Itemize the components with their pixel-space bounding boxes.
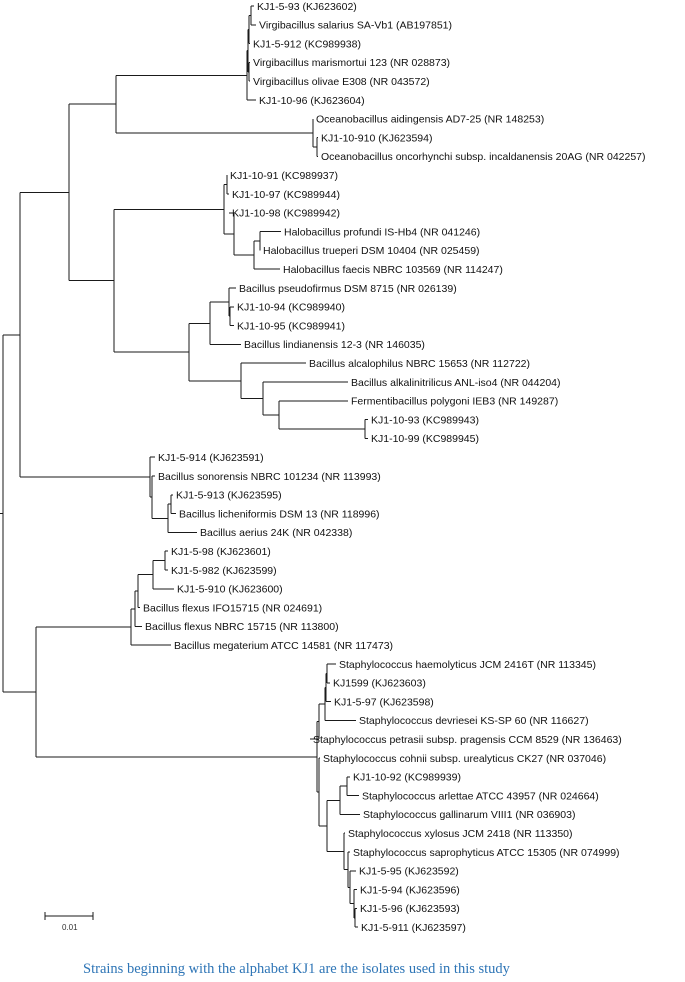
leaf-label: Staphylococcus gallinarum VIII1 (NR 0369…	[363, 809, 575, 821]
leaf-label: KJ1-5-914 (KJ623591)	[158, 452, 264, 464]
leaf-label: Oceanobacillus oncorhynchi subsp. incald…	[321, 151, 646, 163]
leaf-label: KJ1-10-96 (KJ623604)	[259, 95, 365, 107]
leaf-label: Bacillus flexus NBRC 15715 (NR 113800)	[145, 621, 339, 633]
leaf-label: KJ1-5-913 (KJ623595)	[176, 490, 282, 502]
leaf-label: Staphylococcus haemolyticus JCM 2416T (N…	[339, 659, 596, 671]
leaf-label: Bacillus licheniformis DSM 13 (NR 118996…	[179, 508, 380, 520]
figure-caption: Strains beginning with the alphabet KJ1 …	[83, 961, 510, 977]
leaf-label: Bacillus aerius 24K (NR 042338)	[200, 527, 352, 539]
leaf-label: KJ1-5-911 (KJ623597)	[361, 922, 466, 934]
leaf-label: KJ1-5-97 (KJ623598)	[334, 696, 434, 708]
leaf-label: Bacillus pseudofirmus DSM 8715 (NR 02613…	[239, 283, 457, 295]
leaf-label: Bacillus sonorensis NBRC 101234 (NR 1139…	[158, 471, 381, 483]
leaf-label: KJ1-10-95 (KC989941)	[237, 320, 345, 332]
leaf-label: KJ1-5-982 (KJ623599)	[171, 565, 277, 577]
leaf-label: KJ1-5-912 (KC989938)	[253, 38, 361, 50]
leaf-label: Staphylococcus devriesei KS-SP 60 (NR 11…	[359, 715, 589, 727]
leaf-label: KJ1-5-95 (KJ623592)	[359, 866, 459, 878]
leaf-label: Virgibacillus salarius SA-Vb1 (AB197851)	[259, 20, 452, 32]
leaf-label: Bacillus alcalophilus NBRC 15653 (NR 112…	[309, 358, 530, 370]
leaf-label: Staphylococcus cohnii subsp. urealyticus…	[323, 753, 606, 765]
leaf-label: KJ1-5-93 (KJ623602)	[257, 1, 357, 13]
leaf-label: KJ1-10-99 (KC989945)	[371, 433, 479, 445]
tree-branches	[0, 5, 368, 928]
leaf-label: Fermentibacillus polygoni IEB3 (NR 14928…	[351, 396, 558, 408]
leaf-label: Staphylococcus arlettae ATCC 43957 (NR 0…	[362, 790, 599, 802]
leaf-label: Staphylococcus xylosus JCM 2418 (NR 1133…	[348, 828, 573, 840]
leaf-label: KJ1-10-97 (KC989944)	[232, 189, 340, 201]
leaf-label: Halobacillus trueperi DSM 10404 (NR 0254…	[263, 245, 480, 257]
scale-bar: 0.01	[44, 912, 94, 932]
leaf-label: KJ1-10-93 (KC989943)	[371, 414, 479, 426]
leaf-label: KJ1-10-910 (KJ623594)	[321, 132, 433, 144]
leaf-label: KJ1-10-91 (KC989937)	[230, 170, 338, 182]
leaf-label: KJ1-10-98 (KC989942)	[232, 208, 340, 220]
leaf-label: Bacillus alkalinitrilicus ANL-iso4 (NR 0…	[351, 377, 561, 389]
leaf-label: Staphylococcus saprophyticus ATCC 15305 …	[353, 847, 620, 859]
leaf-label: Virgibacillus marismortui 123 (NR 028873…	[253, 57, 450, 69]
leaf-label: KJ1599 (KJ623603)	[333, 678, 426, 690]
scale-bar-label: 0.01	[62, 923, 78, 932]
leaf-label: KJ1-5-910 (KJ623600)	[177, 584, 283, 596]
leaf-label: Bacillus megaterium ATCC 14581 (NR 11747…	[174, 640, 393, 652]
leaf-label: Halobacillus faecis NBRC 103569 (NR 1142…	[283, 264, 503, 276]
leaf-label: KJ1-10-94 (KC989940)	[237, 302, 345, 314]
tree-leaf-labels: KJ1-5-93 (KJ623602) Virgibacillus salariu…	[143, 1, 646, 934]
leaf-label: KJ1-5-96 (KJ623593)	[360, 903, 460, 915]
leaf-label: Staphylococcus petrasii subsp. pragensis…	[313, 734, 622, 746]
leaf-label: Virgibacillus olivae E308 (NR 043572)	[253, 76, 430, 88]
leaf-label: Bacillus flexus IFO15715 (NR 024691)	[143, 602, 322, 614]
leaf-label: KJ1-10-92 (KC989939)	[353, 772, 461, 784]
leaf-label: Bacillus lindianensis 12-3 (NR 146035)	[244, 339, 425, 351]
phylogenetic-tree: KJ1-5-93 (KJ623602) Virgibacillus salariu…	[0, 1, 646, 934]
leaf-label: KJ1-5-94 (KJ623596)	[360, 884, 460, 896]
leaf-label: KJ1-5-98 (KJ623601)	[171, 546, 271, 558]
leaf-label: Halobacillus profundi IS-Hb4 (NR 041246)	[284, 226, 480, 238]
leaf-label: Oceanobacillus aidingensis AD7-25 (NR 14…	[316, 114, 544, 126]
